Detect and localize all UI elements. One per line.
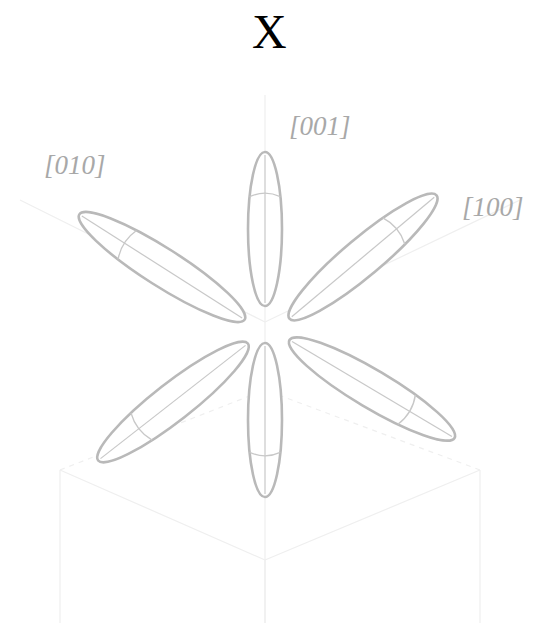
lobe <box>280 324 464 455</box>
lobe <box>248 152 282 306</box>
lobe <box>277 181 449 334</box>
cube-frame <box>20 95 520 623</box>
diagram-title: X <box>252 8 287 56</box>
orbital-lobes <box>69 152 464 497</box>
axis-label: [100] <box>462 194 524 221</box>
axis-label: [001] <box>289 113 351 140</box>
lobe <box>248 343 282 497</box>
lobe <box>69 198 255 335</box>
axis-label: [010] <box>44 152 106 179</box>
lobe <box>86 329 259 476</box>
